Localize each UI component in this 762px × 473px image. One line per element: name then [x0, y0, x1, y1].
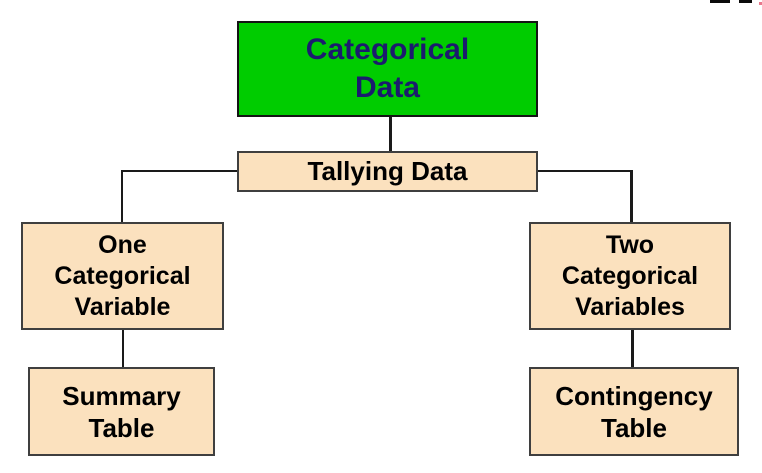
connector-one-variable-to-summary-table [122, 330, 124, 368]
node-one-categorical-variable: One Categorical Variable [21, 222, 224, 330]
connector-tallying-to-two-variables [630, 170, 633, 222]
connector-tallying-left-horizontal [121, 170, 237, 172]
node-tallying-data-label: Tallying Data [307, 156, 468, 186]
cropped-text-fragment [710, 0, 730, 3]
cropped-text-fragment [759, 2, 762, 5]
node-summary-table-label: Summary Table [62, 380, 181, 443]
node-contingency-table: Contingency Table [529, 367, 739, 456]
node-tallying-data: Tallying Data [237, 151, 538, 192]
node-categorical-data: Categorical Data [237, 21, 538, 117]
node-summary-table: Summary Table [28, 367, 215, 456]
connector-two-variables-to-contingency-table [631, 330, 634, 368]
node-contingency-table-label: Contingency Table [555, 380, 713, 443]
cropped-text-fragment [739, 0, 752, 3]
connector-root-to-tallying [389, 116, 392, 153]
connector-tallying-to-one-variable [121, 170, 123, 222]
node-categorical-data-label: Categorical Data [305, 33, 470, 104]
connector-tallying-right-horizontal [538, 170, 632, 172]
node-two-categorical-variables: Two Categorical Variables [529, 222, 731, 330]
node-one-categorical-variable-label: One Categorical Variable [54, 230, 191, 321]
node-two-categorical-variables-label: Two Categorical Variables [561, 230, 699, 321]
